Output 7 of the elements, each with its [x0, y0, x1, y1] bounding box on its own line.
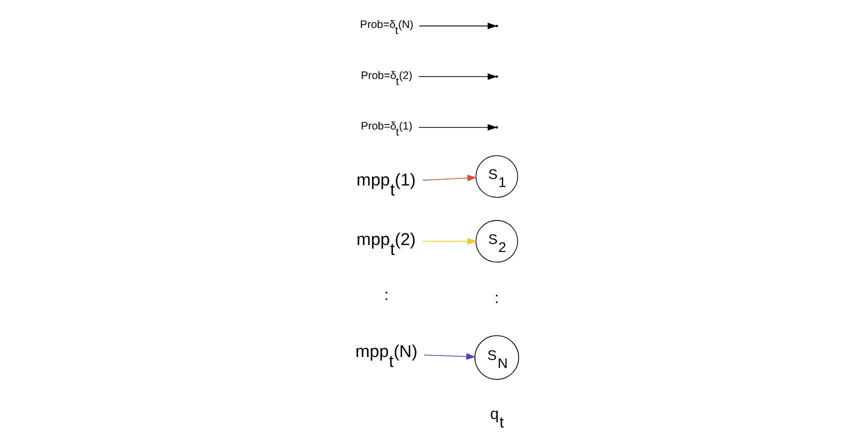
arrow	[418, 22, 497, 30]
arrow	[422, 238, 476, 245]
label: :	[384, 286, 388, 304]
label: :	[494, 290, 498, 307]
arrow	[423, 353, 476, 360]
arrow	[418, 124, 497, 131]
arrow	[422, 174, 476, 182]
